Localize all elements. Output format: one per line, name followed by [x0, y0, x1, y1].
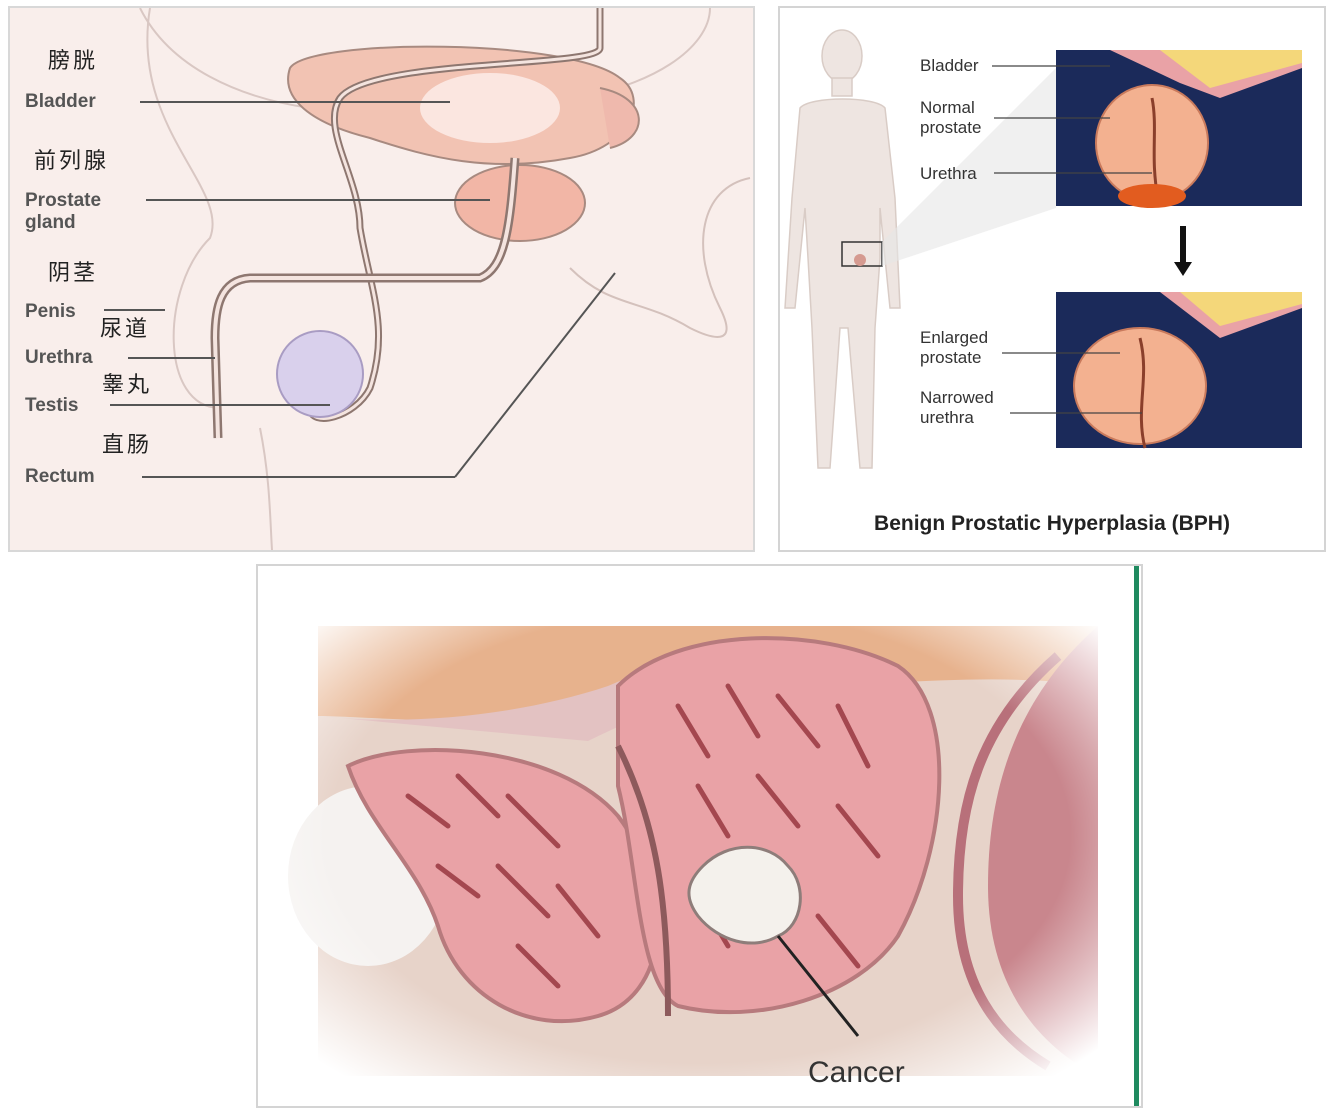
bph-label-urethra: Urethra	[920, 164, 977, 183]
bladder-highlight	[420, 73, 560, 143]
label-penis-en: Penis	[25, 301, 76, 322]
label-penis-zh: 阴茎	[48, 261, 99, 286]
enlarged-prostate-inset	[1056, 292, 1302, 449]
label-rectum-zh: 直肠	[102, 433, 153, 458]
bph-panel: Bladder Normal prostate Urethra Enlarged…	[778, 6, 1326, 552]
bph-label-enlarged-prostate: Enlarged prostate	[920, 328, 989, 367]
vas-deferens-inner	[308, 8, 602, 420]
label-rectum-en: Rectum	[25, 466, 95, 487]
small-prostate-marker	[854, 254, 866, 266]
label-prostate-en: Prostate gland	[25, 190, 102, 233]
label-bladder-zh: 膀胱	[48, 49, 99, 74]
leader-lines	[104, 101, 616, 478]
label-bladder-en: Bladder	[25, 91, 96, 112]
thigh-outline	[259, 427, 273, 550]
bph-illustration	[784, 29, 1302, 469]
cancer-illustration	[258, 566, 1141, 1106]
anatomy-illustration	[104, 8, 751, 550]
bph-label-bladder: Bladder	[920, 56, 979, 75]
seminal-vesicle	[599, 87, 640, 149]
prostate-shape	[454, 164, 586, 242]
down-arrow	[1174, 226, 1192, 276]
male-anatomy-panel: 膀胱 Bladder 前列腺 Prostate gland 阴茎 Penis 尿…	[8, 6, 755, 552]
bph-label-normal-prostate: Normal prostate	[920, 98, 982, 137]
label-testis-zh: 睾丸	[102, 373, 153, 398]
cancer-label: Cancer	[808, 1056, 905, 1089]
label-testis-en: Testis	[25, 395, 79, 416]
cancer-panel: Cancer	[256, 564, 1143, 1108]
buttock-outline	[569, 177, 751, 338]
bph-leader-lines	[992, 65, 1152, 414]
panel-accent-bar	[1134, 566, 1139, 1106]
human-figure	[784, 29, 901, 469]
abdomen-outline	[146, 8, 221, 409]
normal-prostate-inset	[1056, 50, 1302, 208]
label-urethra-en: Urethra	[25, 347, 93, 368]
bph-title: Benign Prostatic Hyperplasia (BPH)	[874, 512, 1230, 535]
label-urethra-zh: 尿道	[100, 317, 151, 342]
urethra-tube-inner	[212, 157, 517, 439]
label-prostate-zh: 前列腺	[34, 149, 110, 174]
bph-label-narrowed-urethra: Narrowed urethra	[920, 388, 994, 427]
testis-shape	[276, 330, 364, 418]
